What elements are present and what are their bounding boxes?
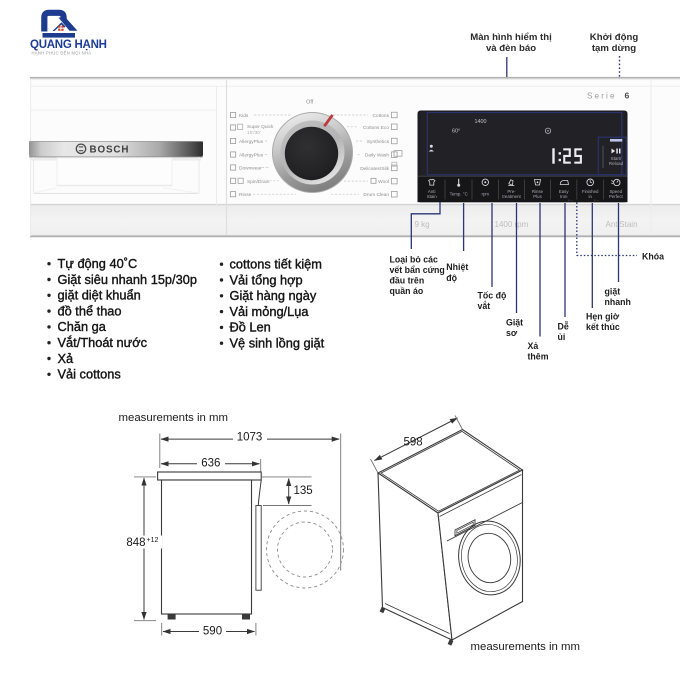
- svg-text:Pre-: Pre-: [507, 189, 516, 194]
- svg-text:và đèn báo: và đèn báo: [486, 43, 536, 54]
- svg-text:Xả: Xả: [58, 351, 75, 366]
- svg-text:Drum Clean: Drum Clean: [363, 192, 389, 198]
- svg-text:measurements in mm: measurements in mm: [119, 412, 229, 424]
- svg-text:measurements in mm: measurements in mm: [471, 641, 581, 653]
- svg-text:Đồ Len: Đồ Len: [230, 320, 271, 335]
- svg-text:BOSCH: BOSCH: [90, 144, 130, 155]
- svg-text:Khởi động: Khởi động: [590, 32, 639, 43]
- svg-text:Super Quick: Super Quick: [247, 124, 274, 130]
- svg-text:thêm: thêm: [528, 352, 549, 362]
- svg-text:HẠNH PHÚC ĐẾN MỌI NHÀ: HẠNH PHÚC ĐẾN MỌI NHÀ: [32, 51, 92, 56]
- svg-text:Vải tổng hợp: Vải tổng hợp: [230, 272, 303, 287]
- svg-text:giặt: giặt: [605, 287, 621, 297]
- svg-text:Màn hình hiểm thị: Màn hình hiểm thị: [470, 32, 552, 43]
- svg-text:+12: +12: [147, 537, 159, 544]
- svg-text:Perfect: Perfect: [609, 194, 624, 199]
- svg-text:cottons tiết kiệm: cottons tiết kiệm: [230, 257, 322, 272]
- svg-text:Giặt: Giặt: [506, 318, 523, 328]
- svg-text:vết bẩn cứng: vết bẩn cứng: [390, 265, 445, 275]
- svg-text:kết thúc: kết thúc: [586, 322, 620, 332]
- svg-text:độ: độ: [446, 273, 457, 283]
- svg-text:Loại bỏ các: Loại bỏ các: [390, 255, 439, 265]
- svg-text:QUANG HẠNH: QUANG HẠNH: [30, 39, 107, 51]
- svg-text:Dễ: Dễ: [558, 322, 569, 332]
- svg-text:Chăn ga: Chăn ga: [58, 319, 107, 334]
- svg-text:Iron: Iron: [560, 194, 568, 199]
- svg-text:quần áo: quần áo: [390, 286, 424, 296]
- svg-text:636: 636: [201, 458, 220, 470]
- svg-text:Easy: Easy: [559, 189, 570, 194]
- svg-text:Vải cottons: Vải cottons: [58, 367, 121, 382]
- svg-text:○→: ○→: [568, 198, 574, 202]
- svg-text:Anti: Anti: [428, 189, 436, 194]
- svg-text:AntiStain: AntiStain: [606, 220, 638, 229]
- svg-text:Synthetics: Synthetics: [367, 139, 390, 145]
- svg-text:Start/: Start/: [611, 156, 623, 161]
- svg-text:1073: 1073: [237, 432, 263, 444]
- svg-text:135: 135: [294, 485, 313, 497]
- svg-text:sơ: sơ: [506, 328, 518, 338]
- svg-text:Hẹn giờ: Hẹn giờ: [586, 312, 620, 322]
- svg-text:590: 590: [203, 626, 222, 638]
- svg-text:Nhiệt: Nhiệt: [446, 262, 468, 272]
- svg-text:tạm dừng: tạm dừng: [592, 43, 636, 54]
- svg-text:ủi: ủi: [558, 332, 566, 342]
- svg-text:Vắt/Thoát nước: Vắt/Thoát nước: [58, 335, 148, 350]
- svg-text:○→: ○→: [594, 198, 600, 202]
- svg-text:Kids: Kids: [239, 113, 249, 119]
- svg-text:60°: 60°: [452, 129, 460, 135]
- svg-text:Wool: Wool: [378, 179, 389, 185]
- svg-text:Daily Wash: Daily Wash: [365, 153, 389, 159]
- svg-text:Downwear: Downwear: [239, 166, 262, 172]
- svg-text:Spin/Drain: Spin/Drain: [247, 179, 270, 185]
- svg-text:848: 848: [126, 537, 145, 549]
- svg-text:598: 598: [404, 436, 423, 448]
- svg-text:giặt diệt khuẩn: giặt diệt khuẩn: [58, 288, 141, 303]
- svg-text:6: 6: [625, 90, 630, 100]
- svg-text:Temp. °C: Temp. °C: [450, 191, 468, 196]
- svg-text:1400: 1400: [475, 119, 487, 125]
- svg-text:Speed: Speed: [609, 189, 622, 194]
- svg-text:1400 rpm: 1400 rpm: [495, 220, 529, 229]
- svg-text:Tự động 40˚C: Tự động 40˚C: [58, 256, 138, 271]
- svg-text:Khóa: Khóa: [642, 252, 664, 262]
- svg-text:Xả: Xả: [528, 341, 539, 351]
- svg-text:Delicates/Silk: Delicates/Silk: [360, 166, 389, 172]
- svg-text:treatment: treatment: [502, 194, 521, 199]
- svg-text:9 kg: 9 kg: [415, 220, 430, 229]
- svg-text:Off: Off: [306, 99, 314, 105]
- svg-text:Cottons Eco: Cottons Eco: [363, 125, 389, 131]
- svg-text:15'/30': 15'/30': [247, 130, 261, 136]
- svg-text:Vải mỏng/Lụa: Vải mỏng/Lụa: [230, 304, 310, 319]
- svg-text:nhanh: nhanh: [605, 297, 631, 307]
- svg-text:AllergyPlus: AllergyPlus: [239, 139, 264, 145]
- svg-text:Stain: Stain: [427, 194, 438, 199]
- svg-text:AllergyPlus: AllergyPlus: [239, 153, 264, 159]
- svg-text:rpm: rpm: [482, 191, 490, 196]
- svg-text:Finished: Finished: [582, 189, 599, 194]
- svg-text:Serie: Serie: [587, 91, 617, 100]
- svg-text:in: in: [588, 194, 592, 199]
- svg-text:Rinse: Rinse: [239, 192, 252, 198]
- svg-text:Giặt hàng ngày: Giặt hàng ngày: [230, 288, 317, 303]
- svg-text:đầu trên: đầu trên: [390, 276, 425, 286]
- svg-text:Plus: Plus: [533, 194, 542, 199]
- svg-text:Giặt siêu nhanh 15p/30p: Giặt siêu nhanh 15p/30p: [58, 272, 197, 287]
- svg-text:Tốc độ: Tốc độ: [478, 291, 507, 301]
- svg-text:Rinse: Rinse: [532, 189, 544, 194]
- svg-text:Vệ sinh lồng giặt: Vệ sinh lồng giặt: [230, 336, 325, 351]
- svg-text:vắt: vắt: [478, 300, 491, 311]
- svg-text:Cottons: Cottons: [372, 113, 389, 119]
- svg-text:đồ thể thao: đồ thể thao: [58, 303, 122, 318]
- svg-text:Reload: Reload: [609, 161, 624, 166]
